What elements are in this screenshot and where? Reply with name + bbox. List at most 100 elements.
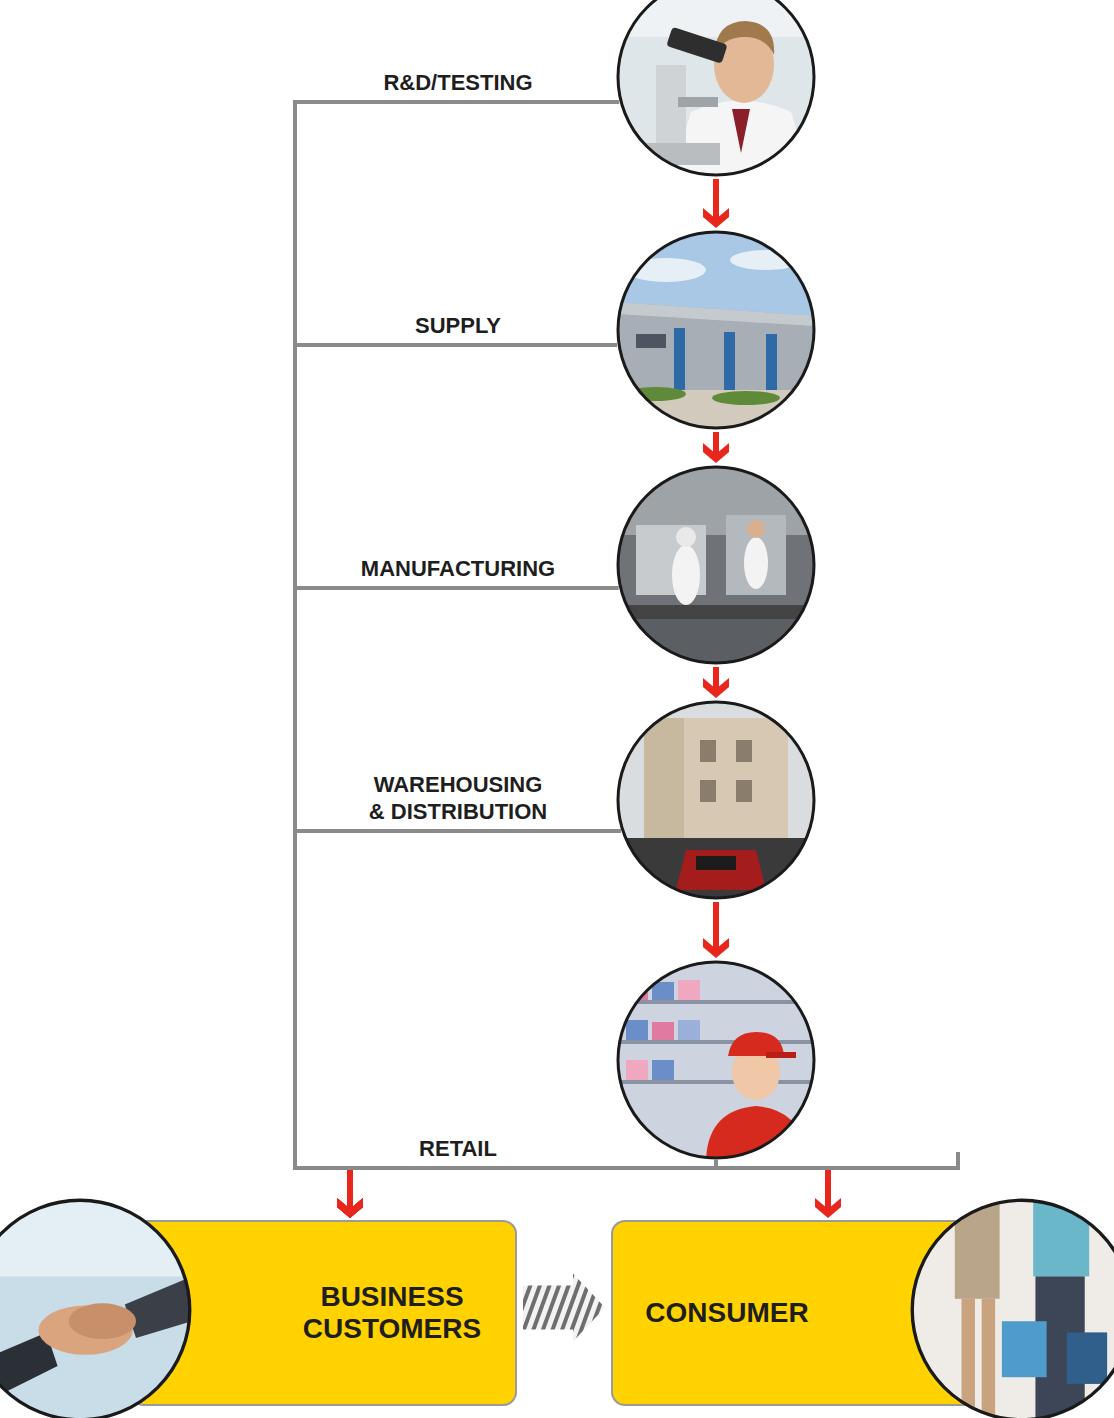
stage-circle: SUPPLY xyxy=(616,230,816,430)
red-arrowhead xyxy=(703,938,729,958)
rect-shape xyxy=(674,328,685,390)
striped-arrow xyxy=(523,1273,605,1341)
stage-label: RETAIL xyxy=(419,1136,497,1162)
rect-shape xyxy=(955,1198,1000,1299)
polygon-shape xyxy=(732,109,750,153)
rect-shape xyxy=(962,1299,975,1418)
g-shape xyxy=(910,1198,1114,1418)
g-shape xyxy=(616,465,816,665)
gray-bracket-line xyxy=(350,1160,716,1168)
circle-shape xyxy=(618,467,814,663)
rect-shape xyxy=(726,515,786,595)
flow-connector xyxy=(295,345,617,1218)
g-shape xyxy=(616,700,816,900)
stage-label: WAREHOUSING & DISTRIBUTION xyxy=(366,772,551,825)
red-arrowhead xyxy=(703,678,729,698)
rect-shape xyxy=(616,700,816,900)
node-text: RETAIL xyxy=(419,1136,497,1162)
rect-shape xyxy=(678,97,718,107)
red-arrowhead xyxy=(703,208,729,228)
flow-connector xyxy=(337,1160,716,1218)
factory-photo xyxy=(616,465,816,665)
rect-shape xyxy=(626,1020,648,1040)
node-text: CONSUMER xyxy=(617,1297,837,1329)
rect-shape xyxy=(616,230,816,430)
rect-shape xyxy=(616,605,816,619)
gray-bracket-line xyxy=(295,345,617,1168)
rect-shape xyxy=(652,1060,674,1080)
rect-shape xyxy=(616,0,816,177)
polygon-shape xyxy=(616,302,816,326)
g-shape xyxy=(616,0,816,177)
stage-circle: WAREHOUSING & DISTRIBUTION xyxy=(616,700,816,900)
red-arrow-stem xyxy=(713,902,719,950)
building-photo xyxy=(616,230,816,430)
flow-connector xyxy=(703,179,729,228)
stage-label: SUPPLY xyxy=(415,313,501,339)
red-arrow-stem xyxy=(347,1170,353,1210)
circle-shape xyxy=(0,1200,190,1418)
flow-connector xyxy=(703,432,729,463)
rect-shape xyxy=(652,1022,674,1040)
ellipse-shape xyxy=(672,545,700,605)
yellow-box: CONSUMER xyxy=(611,1220,1000,1406)
lab-photo xyxy=(616,0,816,177)
flow-connector xyxy=(703,902,729,958)
circle-shape xyxy=(618,702,814,898)
red-arrow-stem xyxy=(347,1170,353,1210)
circle-shape xyxy=(912,1200,1114,1418)
circle-shape xyxy=(676,527,696,547)
red-arrowhead xyxy=(337,1198,363,1218)
node-text: BUSINESS CUSTOMERS xyxy=(282,1281,502,1345)
node-text: MANUFACTURING xyxy=(361,556,555,582)
circle-shape xyxy=(618,0,814,175)
rect-shape xyxy=(766,334,777,394)
node-text: SUPPLY xyxy=(415,313,501,339)
gray-bracket-line xyxy=(716,1160,828,1168)
rect-shape xyxy=(616,465,816,665)
circle-shape xyxy=(618,962,814,1158)
rect-shape xyxy=(982,1299,995,1418)
gray-bracket-line xyxy=(295,102,619,1168)
path-shape xyxy=(706,1106,806,1160)
ellipse-shape xyxy=(712,391,780,405)
box-label: CONSUMER xyxy=(617,1297,837,1329)
warehouse-photo xyxy=(616,700,816,900)
red-arrow-stem xyxy=(347,1170,353,1210)
handshake-photo xyxy=(0,1198,192,1418)
flow-connector xyxy=(295,831,621,1218)
red-arrow-stem xyxy=(347,1170,353,1210)
circle-shape xyxy=(618,232,814,428)
red-arrow-stem xyxy=(347,1170,353,1210)
rect-shape xyxy=(910,1198,1114,1418)
rect-shape xyxy=(700,780,716,802)
rect-shape xyxy=(636,334,666,348)
red-arrowhead xyxy=(703,443,729,463)
red-arrow-stem xyxy=(713,667,719,690)
rect-shape xyxy=(0,1198,192,1418)
red-arrow-stem xyxy=(825,1170,831,1210)
red-arrow-stem xyxy=(713,432,719,455)
gray-bracket-line xyxy=(295,831,621,1168)
rect-shape xyxy=(616,960,816,1160)
polygon-shape xyxy=(616,302,816,396)
stage-label: R&D/TESTING xyxy=(383,70,532,96)
ellipse-shape xyxy=(626,387,686,401)
polygon-shape xyxy=(125,1276,192,1338)
red-arrowhead xyxy=(815,1198,841,1218)
node-text: R&D/TESTING xyxy=(383,70,532,96)
rect-shape xyxy=(616,1040,816,1044)
rect-shape xyxy=(1033,1198,1089,1276)
stage-circle: RETAIL xyxy=(616,960,816,1160)
rect-shape xyxy=(616,619,816,665)
node-text: WAREHOUSING & DISTRIBUTION xyxy=(366,772,551,825)
retail-photo xyxy=(616,960,816,1160)
flow-connector xyxy=(703,667,729,698)
shopper-photo xyxy=(910,1198,1114,1418)
g-shape xyxy=(616,230,816,430)
stage-label: MANUFACTURING xyxy=(361,556,555,582)
polygon-shape xyxy=(676,850,766,890)
